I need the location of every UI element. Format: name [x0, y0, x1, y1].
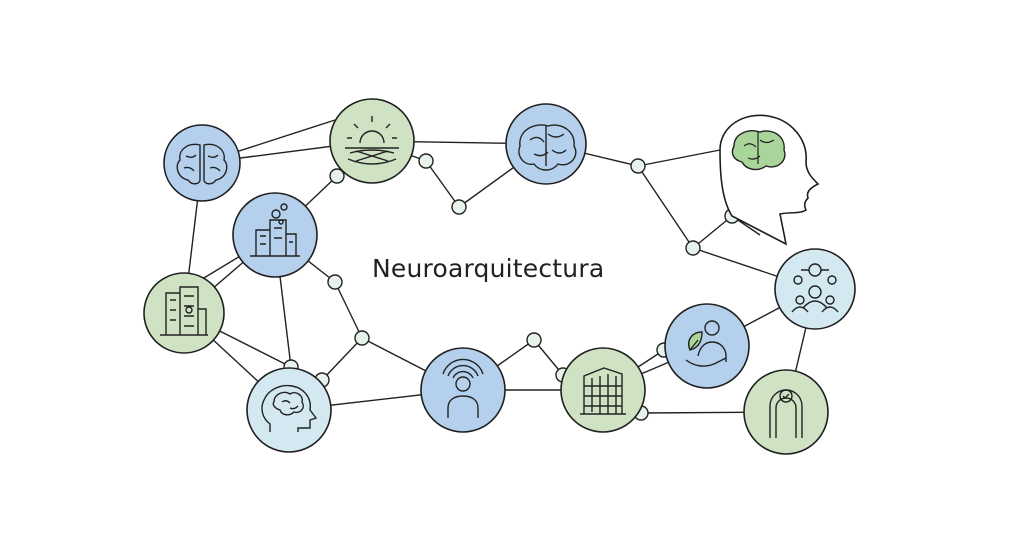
connector-node: [354, 330, 370, 346]
connector-node: [327, 274, 343, 290]
connector-node: [526, 332, 542, 348]
office-building-icon: [160, 286, 208, 336]
diagram-title: Neuroarquitectura: [372, 254, 605, 283]
people-network-icon: [791, 263, 839, 313]
node-group: [774, 248, 856, 330]
connector-node: [685, 240, 701, 256]
node-mind-head: [246, 367, 332, 453]
node-person-signal: [420, 347, 506, 433]
building-facade-icon: [580, 367, 626, 415]
node-city-buildings: [232, 192, 318, 278]
connector-node: [418, 153, 434, 169]
person-signal-icon: [442, 358, 484, 418]
node-building-facade: [560, 347, 646, 433]
brain-icon: [176, 143, 228, 185]
node-tower-building: [143, 272, 225, 354]
node-brain-top-center: [505, 103, 587, 185]
city-buildings-icon: [250, 203, 300, 257]
connector-node: [329, 168, 345, 184]
node-person-leaf: [664, 303, 750, 389]
connector-node: [451, 199, 467, 215]
person-leaf-icon: [685, 320, 727, 367]
brain-icon: [731, 130, 786, 171]
sunrise-landscape-icon: [345, 116, 399, 165]
brain-icon: [518, 124, 577, 171]
node-head-profile: [719, 114, 820, 246]
connector-node: [630, 158, 646, 174]
node-brain-top-left: [163, 124, 241, 202]
node-arch-check: [743, 369, 829, 455]
archway-check-icon: [769, 389, 803, 438]
head-brain-icon: [261, 384, 318, 432]
node-landscape: [329, 98, 415, 184]
